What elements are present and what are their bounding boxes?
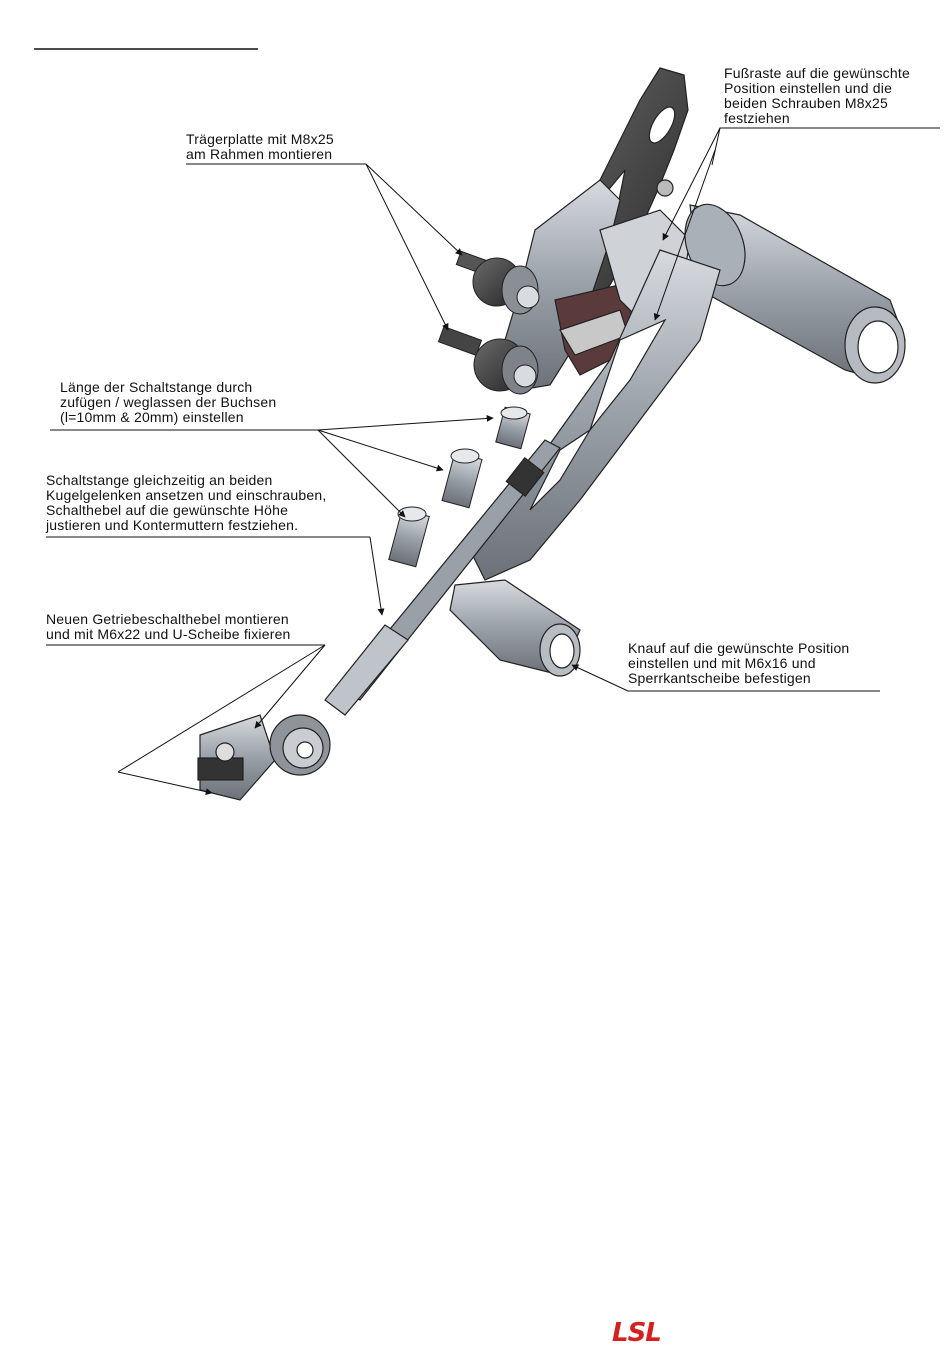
callout-line: Knauf auf die gewünschte Position: [628, 640, 850, 656]
callout-line: und mit M6x22 und U-Scheibe fixieren: [46, 626, 291, 642]
leader-lines: [46, 127, 940, 796]
bushing-1: [495, 406, 531, 450]
callout-rod-length: Länge der Schaltstange durch zufügen / w…: [60, 380, 276, 425]
callout-line: festziehen: [724, 110, 790, 126]
callout-knob: Knauf auf die gewünschte Position einste…: [628, 641, 849, 686]
bushing-3: [388, 506, 430, 568]
mounting-bracket: [504, 179, 691, 391]
callout-line: einstellen und mit M6x16 und: [628, 655, 816, 671]
callout-line: Fußraste auf die gewünschte: [724, 65, 910, 81]
callout-footrest: Fußraste auf die gewünschte Position ein…: [724, 66, 910, 126]
logo-text: LSL: [612, 1318, 662, 1348]
bolt-lower: [437, 326, 539, 395]
knob: [449, 579, 581, 677]
callout-line: Schalthebel auf die gewünschte Höhe: [46, 502, 289, 518]
callout-line: Trägerplatte mit M8x25: [186, 131, 334, 147]
callout-line: am Rahmen montieren: [186, 146, 333, 162]
callout-shift-rod: Schaltstange gleichzeitig an beiden Kuge…: [46, 473, 326, 533]
callout-line: Schaltstange gleichzeitig an beiden: [46, 472, 273, 488]
callout-line: justieren und Kontermuttern festziehen.: [46, 517, 299, 533]
callout-carrier-plate: Trägerplatte mit M8x25 am Rahmen montier…: [186, 132, 334, 162]
callout-line: Neuen Getriebeschalthebel montieren: [46, 611, 289, 627]
lsl-logo: LSL: [612, 1318, 662, 1348]
callout-line: (l=10mm & 20mm) einstellen: [60, 409, 244, 425]
callout-line: Länge der Schaltstange durch: [60, 379, 253, 395]
shift-rod: [324, 439, 561, 716]
callout-line: Position einstellen und die: [724, 80, 893, 96]
callout-line: zufügen / weglassen der Buchsen: [60, 394, 277, 410]
callout-gear-lever: Neuen Getriebeschalthebel montieren und …: [46, 612, 291, 642]
gear-shift-lever: [197, 714, 331, 801]
bolt-upper: [455, 250, 540, 315]
shift-lever-arm: [469, 249, 721, 581]
callout-line: beiden Schrauben M8x25: [724, 95, 888, 111]
bushing-2: [441, 448, 483, 509]
callout-line: Kugelgelenken ansetzen und einschrauben,: [46, 487, 327, 503]
callout-line: Sperrkantscheibe befestigen: [628, 670, 811, 686]
